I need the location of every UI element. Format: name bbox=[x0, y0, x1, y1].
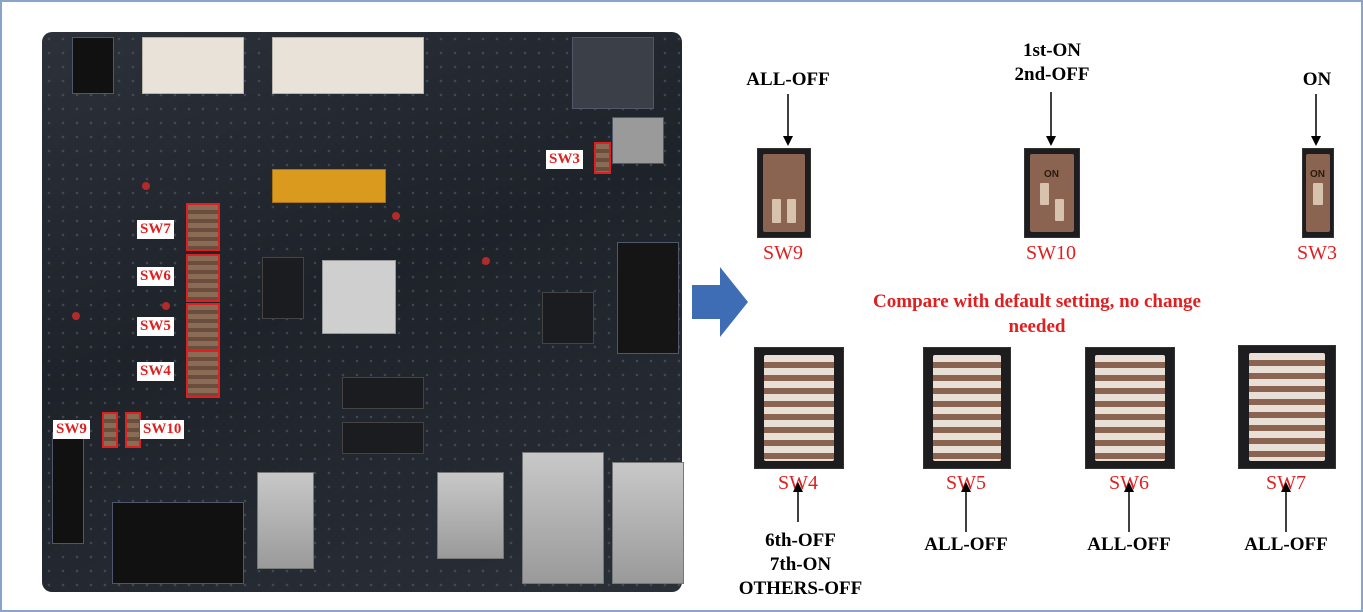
sw6-photo bbox=[1085, 347, 1175, 469]
switch-lever bbox=[1040, 183, 1049, 205]
tag-sw9: SW9 bbox=[53, 420, 90, 439]
tag-sw10: SW10 bbox=[140, 420, 185, 439]
up-arrow-icon bbox=[1124, 482, 1134, 532]
led bbox=[142, 182, 150, 190]
header-pins bbox=[52, 432, 84, 544]
switch-body bbox=[1094, 355, 1166, 461]
up-arrow-icon bbox=[1281, 482, 1291, 532]
sw3-box bbox=[594, 142, 611, 174]
switch-body bbox=[763, 355, 835, 461]
sw3-setting: ON bbox=[1282, 68, 1352, 92]
tag-sw4: SW4 bbox=[137, 362, 174, 381]
sw5-setting: ALL-OFF bbox=[906, 533, 1026, 557]
default-setting-note: Compare with default setting, no change … bbox=[822, 289, 1252, 339]
sw10-setting: 1st-ON 2nd-OFF bbox=[992, 39, 1112, 87]
switch-lever bbox=[1055, 199, 1064, 221]
led bbox=[162, 302, 170, 310]
on-marking: ON bbox=[1044, 169, 1059, 180]
ic-chip bbox=[342, 422, 424, 454]
sw4-box bbox=[186, 350, 220, 398]
down-arrow-icon bbox=[1046, 92, 1056, 146]
connector-white bbox=[142, 37, 244, 94]
sw9-photo bbox=[757, 148, 811, 238]
tag-sw3: SW3 bbox=[546, 150, 583, 169]
down-arrow-icon bbox=[1311, 94, 1321, 146]
sw6-box bbox=[186, 254, 220, 302]
led bbox=[392, 212, 400, 220]
sw10-photo: ON bbox=[1024, 148, 1080, 238]
up-arrow-icon bbox=[961, 482, 971, 532]
setting-line: ALL-OFF bbox=[924, 534, 1008, 555]
sw3-photo: ON bbox=[1302, 148, 1334, 238]
switch-lever bbox=[1313, 183, 1323, 205]
setting-line: ALL-OFF bbox=[746, 69, 830, 90]
ethernet-port bbox=[612, 462, 684, 584]
note-line: needed bbox=[1008, 316, 1066, 337]
sw9-setting: ALL-OFF bbox=[728, 68, 848, 92]
switch-lever bbox=[787, 199, 796, 223]
tag-sw6: SW6 bbox=[137, 267, 174, 286]
ethernet-port bbox=[437, 472, 504, 559]
capacitor-row bbox=[272, 169, 386, 203]
tag-sw5: SW5 bbox=[137, 317, 174, 336]
up-arrow-icon bbox=[793, 482, 803, 522]
ic-chip bbox=[262, 257, 304, 319]
sw9-label: SW9 bbox=[763, 242, 803, 264]
usb-port bbox=[612, 117, 664, 164]
setting-line: ALL-OFF bbox=[1244, 534, 1328, 555]
setting-line: 2nd-OFF bbox=[1014, 64, 1090, 85]
sw7-setting: ALL-OFF bbox=[1226, 533, 1346, 557]
sw3-label: SW3 bbox=[1297, 242, 1337, 264]
switch-body bbox=[1030, 154, 1074, 232]
board-photo: SW7 SW6 SW5 SW4 SW9 SW10 SW3 bbox=[42, 32, 684, 592]
sw7-box bbox=[186, 203, 220, 251]
setting-line: OTHERS-OFF bbox=[738, 578, 863, 599]
switch-lever bbox=[772, 199, 781, 223]
ic-chip bbox=[542, 292, 594, 344]
processor-chip bbox=[322, 260, 396, 334]
bottom-connector bbox=[112, 502, 244, 584]
led bbox=[72, 312, 80, 320]
led bbox=[482, 257, 490, 265]
connector-white bbox=[272, 37, 424, 94]
sw5-photo bbox=[923, 347, 1011, 469]
sw5-box bbox=[186, 303, 220, 351]
ethernet-port bbox=[522, 452, 604, 584]
power-jack bbox=[72, 37, 114, 94]
sw6-setting: ALL-OFF bbox=[1069, 533, 1189, 557]
ethernet-port bbox=[257, 472, 314, 569]
sw10-label: SW10 bbox=[1026, 242, 1076, 264]
note-line: Compare with default setting, no change bbox=[873, 291, 1201, 312]
sw9-box bbox=[102, 412, 118, 448]
setting-line: 1st-ON bbox=[1022, 40, 1082, 61]
sw4-setting: 6th-OFF 7th-ON OTHERS-OFF bbox=[728, 529, 873, 601]
on-marking: ON bbox=[1310, 169, 1325, 180]
down-arrow-icon bbox=[783, 94, 793, 146]
setting-line: ALL-OFF bbox=[1087, 534, 1171, 555]
buttons-block bbox=[572, 37, 654, 109]
tag-sw7: SW7 bbox=[137, 220, 174, 239]
switch-body bbox=[1248, 353, 1326, 461]
setting-line: 7th-ON bbox=[769, 554, 832, 575]
setting-line: 6th-OFF bbox=[765, 530, 836, 551]
switch-body bbox=[932, 355, 1002, 461]
sw4-photo bbox=[754, 347, 844, 469]
slot-connector bbox=[617, 242, 679, 354]
sw7-photo bbox=[1238, 345, 1336, 469]
ic-chip bbox=[342, 377, 424, 409]
setting-line: ON bbox=[1302, 69, 1332, 90]
right-arrow-icon bbox=[692, 267, 748, 337]
switch-body bbox=[763, 154, 805, 232]
sw10-box bbox=[125, 412, 141, 448]
